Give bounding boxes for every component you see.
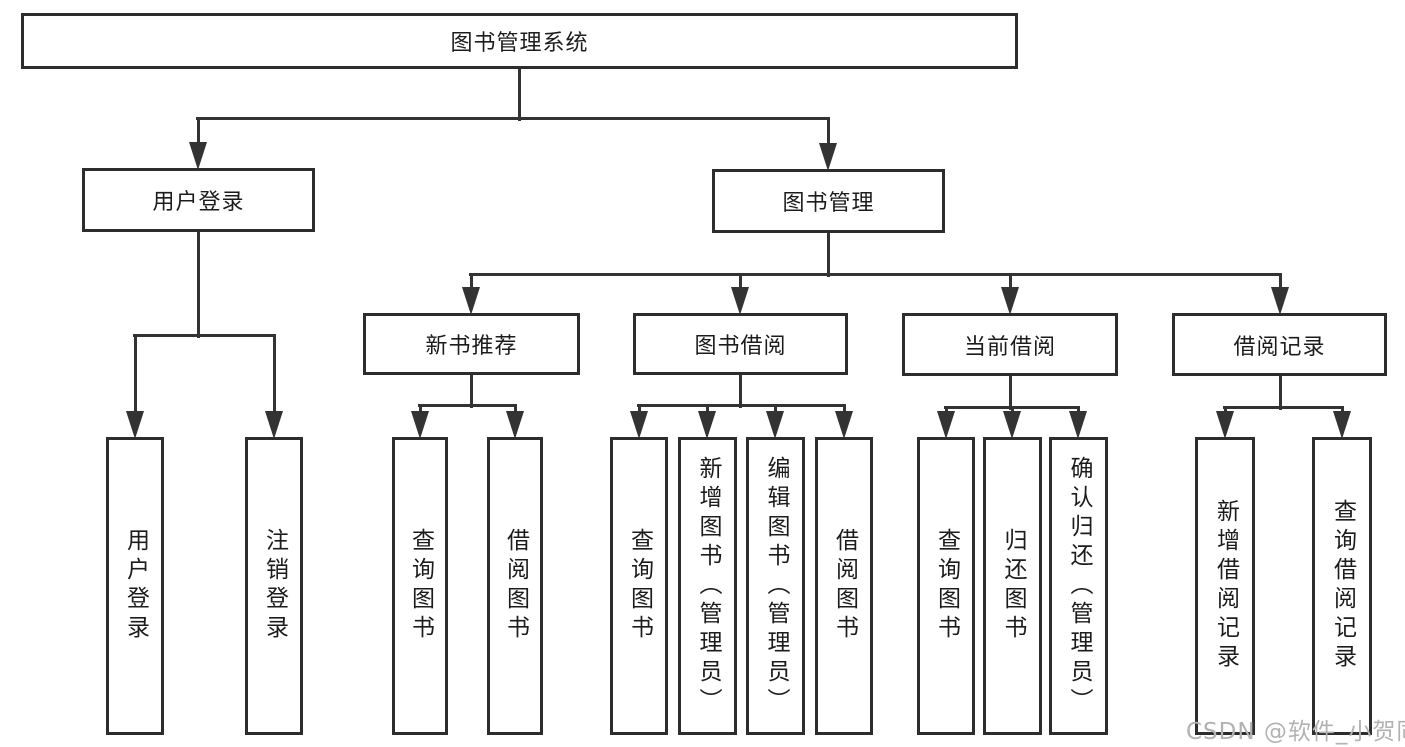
- node-borrow-records: 借阅记录: [1172, 313, 1387, 376]
- node-book-mgmt: 图书管理: [712, 169, 945, 233]
- arrowhead-down-icon: [1271, 287, 1289, 315]
- node-label: 新增借阅记录: [1212, 499, 1239, 673]
- node-label: 用户登录: [122, 528, 149, 644]
- arrowhead-down-icon: [835, 411, 853, 439]
- connector-line: [469, 274, 473, 291]
- node-label: 查询图书: [407, 528, 434, 644]
- node-leaf-bb-edit-book-admin: 编辑图书（管理员）: [746, 437, 805, 735]
- node-leaf-cb-return-book: 归还图书: [983, 437, 1042, 735]
- arrowhead-down-icon: [630, 411, 648, 439]
- node-current-borrow: 当前借阅: [902, 313, 1118, 376]
- arrowhead-down-icon: [189, 142, 207, 170]
- node-leaf-bb-query-book: 查询图书: [610, 437, 668, 735]
- node-leaf-br-query-record: 查询借阅记录: [1312, 437, 1372, 735]
- connector-line: [773, 405, 777, 413]
- connector-line: [133, 335, 137, 415]
- connector-line: [1223, 407, 1227, 414]
- arrowhead-down-icon: [731, 287, 749, 315]
- node-label: 查询图书: [626, 528, 653, 644]
- connector-line: [133, 333, 276, 337]
- connector-line: [272, 335, 276, 415]
- connector-line: [196, 232, 200, 338]
- connector-line: [1223, 405, 1344, 409]
- node-label: 确认归还（管理员）: [1066, 455, 1092, 717]
- connector-line: [1010, 407, 1014, 414]
- node-label: 编辑图书（管理员）: [763, 455, 789, 717]
- node-label: 借阅图书: [502, 528, 529, 644]
- connector-line: [469, 375, 473, 408]
- node-leaf-nb-query-book: 查询图书: [392, 437, 448, 735]
- connector-line: [826, 118, 830, 147]
- connector-line: [738, 375, 742, 408]
- node-leaf-cb-query-book: 查询图书: [917, 437, 975, 735]
- arrowhead-down-icon: [462, 287, 480, 315]
- connector-line: [513, 405, 517, 413]
- node-label: 查询图书: [933, 528, 960, 644]
- arrowhead-down-icon: [411, 411, 429, 439]
- connector-line: [738, 274, 742, 291]
- node-label: 注销登录: [261, 528, 288, 644]
- node-label: 用户登录: [152, 190, 245, 215]
- arrowhead-down-icon: [1001, 287, 1019, 315]
- node-label: 图书管理: [782, 191, 875, 216]
- connector-line: [196, 116, 830, 120]
- connector-line: [1278, 274, 1282, 291]
- arrowhead-down-icon: [698, 411, 716, 439]
- node-leaf-bb-borrow-book: 借阅图书: [815, 437, 873, 735]
- node-leaf-user-login: 用户登录: [106, 437, 164, 735]
- connector-line: [705, 405, 709, 413]
- connector-line: [418, 403, 517, 407]
- node-label: 查询借阅记录: [1329, 499, 1356, 673]
- arrowhead-down-icon: [937, 411, 955, 439]
- node-user-login: 用户登录: [82, 168, 315, 232]
- node-label: 借阅记录: [1233, 334, 1326, 360]
- connector-line: [842, 405, 846, 413]
- arrowhead-down-icon: [766, 411, 784, 439]
- node-book-borrow: 图书借阅: [633, 313, 848, 375]
- node-label: 归还图书: [1000, 528, 1026, 644]
- node-leaf-bb-add-book-admin: 新增图书（管理员）: [678, 437, 737, 735]
- node-label: 图书管理系统: [450, 31, 589, 56]
- arrowhead-down-icon: [1333, 411, 1351, 439]
- node-label: 当前借阅: [963, 334, 1056, 360]
- watermark: CSDN @软件_小贺同学: [1186, 719, 1405, 745]
- connector-line: [826, 233, 830, 277]
- node-label: 新书推荐: [425, 334, 518, 359]
- connector-line: [1076, 407, 1080, 414]
- node-new-book-recommend: 新书推荐: [363, 313, 580, 375]
- connector-line: [637, 405, 641, 413]
- node-label: 借阅图书: [831, 528, 858, 644]
- connector-line: [1340, 407, 1344, 414]
- arrowhead-down-icon: [506, 411, 524, 439]
- node-leaf-nb-borrow-book: 借阅图书: [487, 437, 543, 735]
- arrowhead-down-icon: [819, 143, 837, 171]
- connector-line: [1008, 274, 1012, 291]
- node-leaf-cb-confirm-return-admin: 确认归还（管理员）: [1049, 437, 1108, 735]
- connector-line: [1278, 376, 1282, 410]
- node-label: 图书借阅: [694, 334, 787, 359]
- connector-line: [944, 407, 948, 414]
- connector-line: [1008, 376, 1012, 410]
- node-leaf-logout: 注销登录: [245, 437, 303, 735]
- connector-line: [196, 118, 200, 146]
- connector-line: [517, 69, 521, 121]
- connector-line: [637, 403, 846, 407]
- node-root: 图书管理系统: [21, 13, 1018, 69]
- arrowhead-down-icon: [1003, 411, 1021, 439]
- connector-line: [418, 405, 422, 413]
- node-label: 新增图书（管理员）: [695, 455, 721, 717]
- arrowhead-down-icon: [265, 411, 283, 439]
- arrowhead-down-icon: [1216, 411, 1234, 439]
- node-leaf-br-add-record: 新增借阅记录: [1195, 437, 1255, 735]
- arrowhead-down-icon: [126, 411, 144, 439]
- arrowhead-down-icon: [1069, 411, 1087, 439]
- connector-line: [469, 272, 1282, 276]
